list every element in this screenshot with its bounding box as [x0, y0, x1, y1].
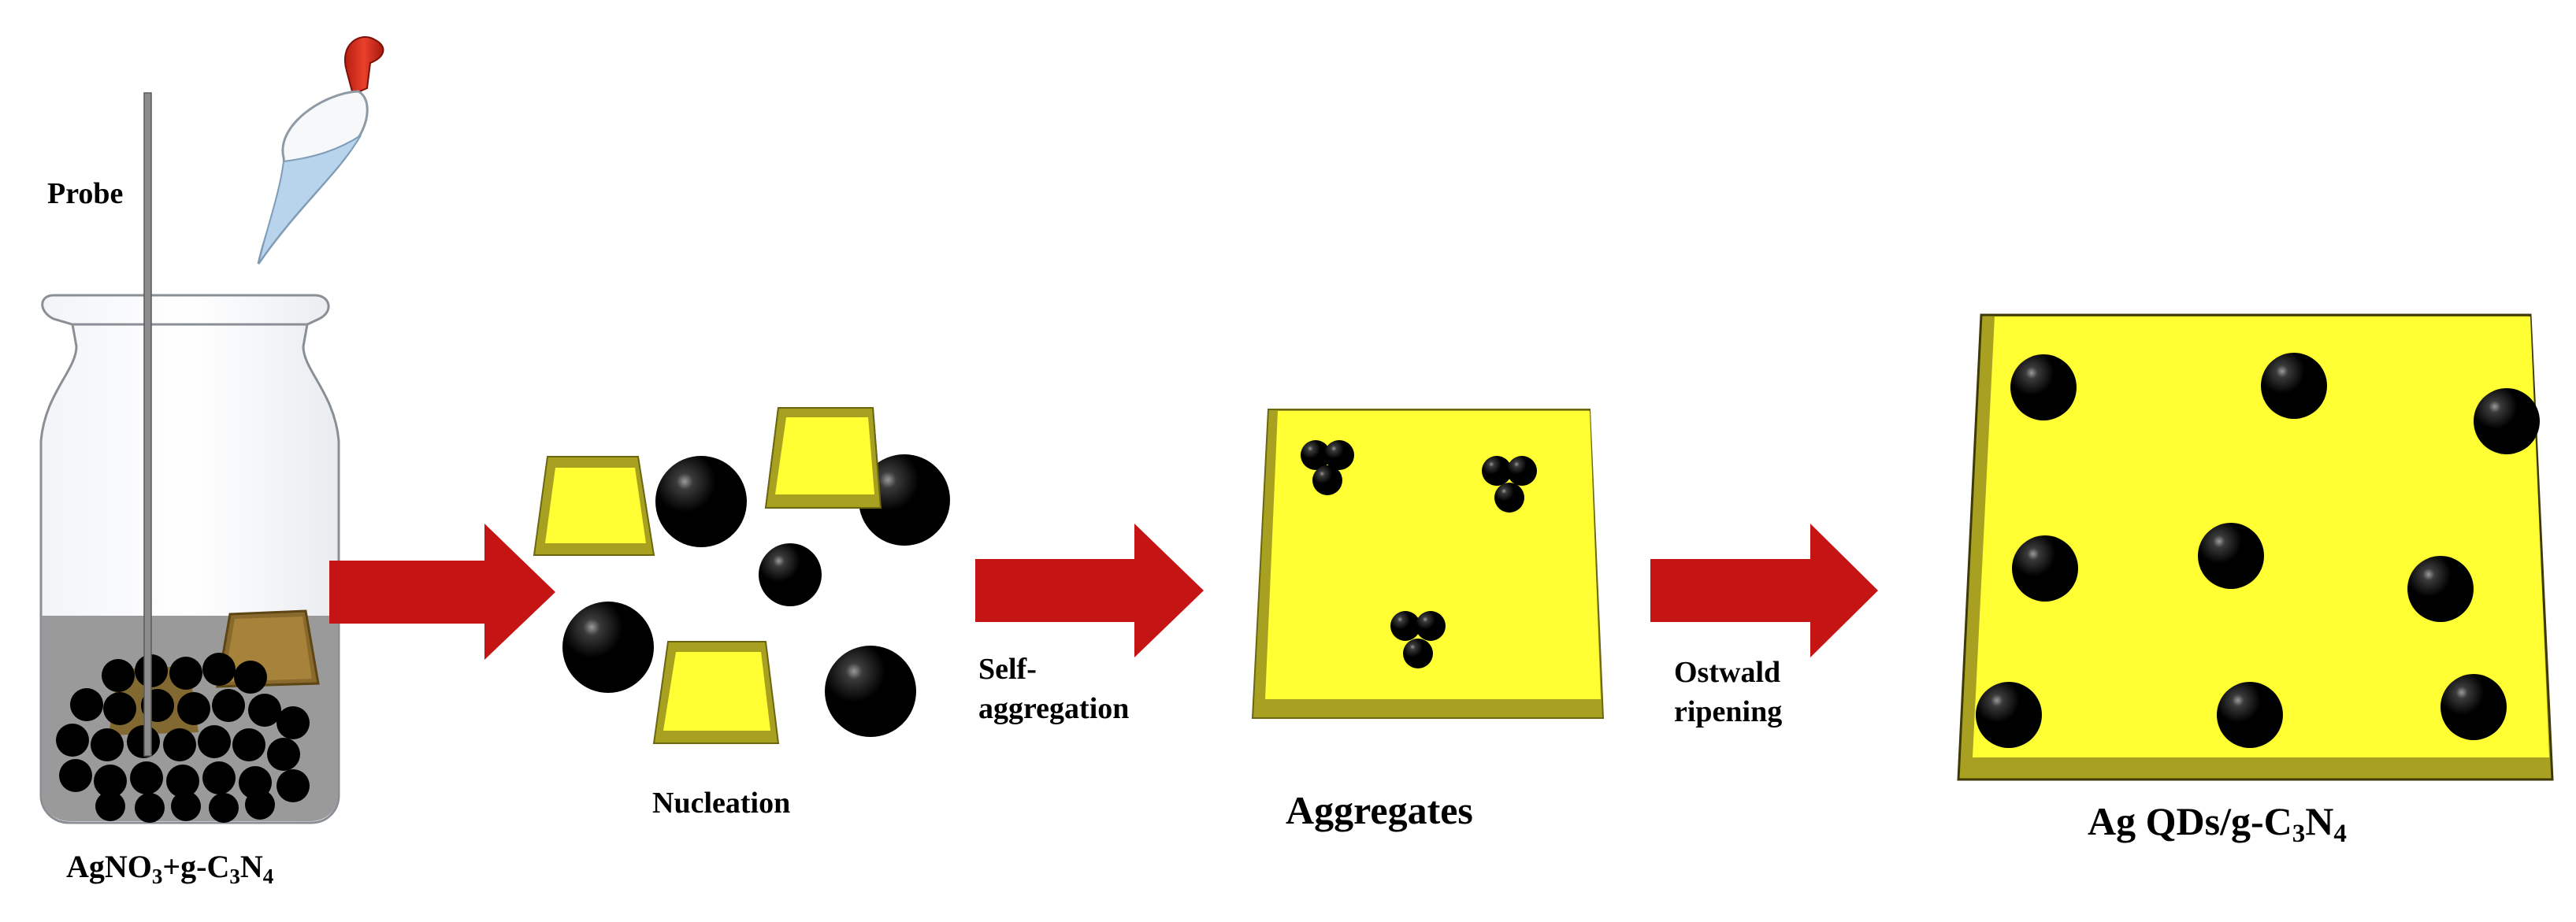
probe-label: Probe	[47, 177, 123, 210]
silver-nucleus	[859, 454, 950, 546]
mixture-label: AgNO3+g-C3N4	[66, 849, 273, 888]
gcn-fragment	[652, 641, 780, 744]
nucleation-label: Nucleation	[652, 787, 790, 820]
silver-quantum-dots	[1976, 353, 2540, 748]
silver-nucleus	[655, 456, 747, 547]
self-aggregation-label: aggregation	[978, 692, 1129, 725]
self-aggregation-label: Self-	[978, 653, 1037, 686]
ostwald-ripening-label: Ostwald	[1674, 656, 1780, 689]
beaker-setup: Probe AgNO3+g-C3N4	[39, 35, 384, 888]
particle-cluster	[1482, 456, 1537, 513]
silver-nucleus	[825, 646, 916, 737]
particle-cluster	[1390, 611, 1446, 668]
probe-rod	[143, 92, 152, 757]
process-arrow	[329, 524, 555, 660]
aggregates-label: Aggregates	[1286, 788, 1473, 832]
product-label: Ag QDs/g-C3N4	[2088, 799, 2347, 848]
process-arrow	[975, 524, 1204, 657]
gcn-fragment	[533, 456, 655, 556]
particle-cluster	[1301, 440, 1354, 495]
nucleation-stage: Nucleation	[533, 407, 950, 820]
aggregates-stage: Aggregates	[1251, 409, 1605, 832]
beaker-particles	[56, 653, 310, 823]
dropper-icon	[257, 35, 384, 265]
product-stage: Ag QDs/g-C3N4	[1957, 313, 2554, 848]
process-arrow	[1650, 524, 1878, 657]
ostwald-ripening-label: ripening	[1674, 695, 1782, 728]
silver-nucleus	[562, 602, 654, 693]
silver-nucleus	[759, 543, 822, 606]
